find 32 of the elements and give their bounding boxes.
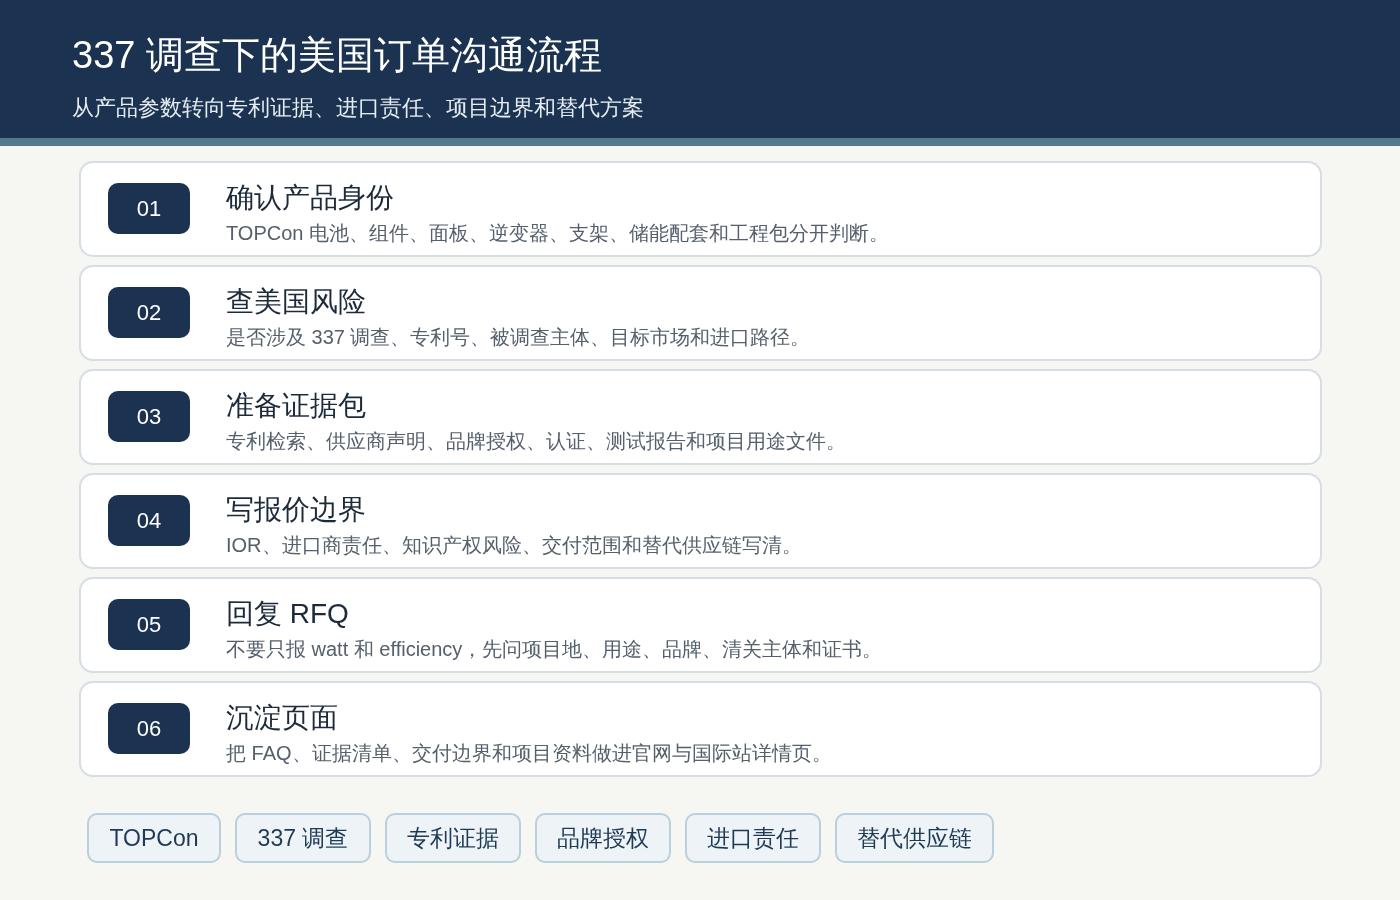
step-number-badge: 06 — [108, 703, 190, 754]
step-heading: 写报价边界 — [226, 493, 366, 527]
step-description: TOPCon 电池、组件、面板、逆变器、支架、储能配套和工程包分开判断。 — [226, 221, 889, 246]
step-card — [79, 369, 1322, 465]
keyword-tag: 品牌授权 — [535, 813, 671, 863]
step-card — [79, 265, 1322, 361]
keyword-tag: 专利证据 — [385, 813, 521, 863]
step-description: 专利检索、供应商声明、品牌授权、认证、测试报告和项目用途文件。 — [226, 429, 846, 454]
step-heading: 沉淀页面 — [226, 701, 338, 735]
step-card — [79, 473, 1322, 569]
step-card — [79, 577, 1322, 673]
step-number-badge: 03 — [108, 391, 190, 442]
step-number-badge: 05 — [108, 599, 190, 650]
step-heading: 回复 RFQ — [226, 597, 349, 631]
step-description: 是否涉及 337 调查、专利号、被调查主体、目标市场和进口路径。 — [226, 325, 811, 350]
step-description: 不要只报 watt 和 efficiency，先问项目地、用途、品牌、清关主体和证书。 — [226, 637, 883, 662]
step-description: 把 FAQ、证据清单、交付边界和项目资料做进官网与国际站详情页。 — [226, 741, 832, 766]
step-number-badge: 02 — [108, 287, 190, 338]
keyword-tag: 进口责任 — [685, 813, 821, 863]
step-number-badge: 04 — [108, 495, 190, 546]
step-card — [79, 681, 1322, 777]
subtitle: 从产品参数转向专利证据、进口责任、项目边界和替代方案 — [72, 94, 644, 122]
step-card — [79, 161, 1322, 257]
step-heading: 确认产品身份 — [226, 181, 394, 215]
step-number-badge: 01 — [108, 183, 190, 234]
keyword-tag: TOPCon — [87, 813, 221, 863]
step-description: IOR、进口商责任、知识产权风险、交付范围和替代供应链写清。 — [226, 533, 802, 558]
step-heading: 准备证据包 — [226, 389, 366, 423]
keyword-tag: 替代供应链 — [835, 813, 994, 863]
keyword-tag: 337 调查 — [235, 813, 371, 863]
title: 337 调查下的美国订单沟通流程 — [72, 33, 602, 78]
step-heading: 查美国风险 — [226, 285, 366, 319]
